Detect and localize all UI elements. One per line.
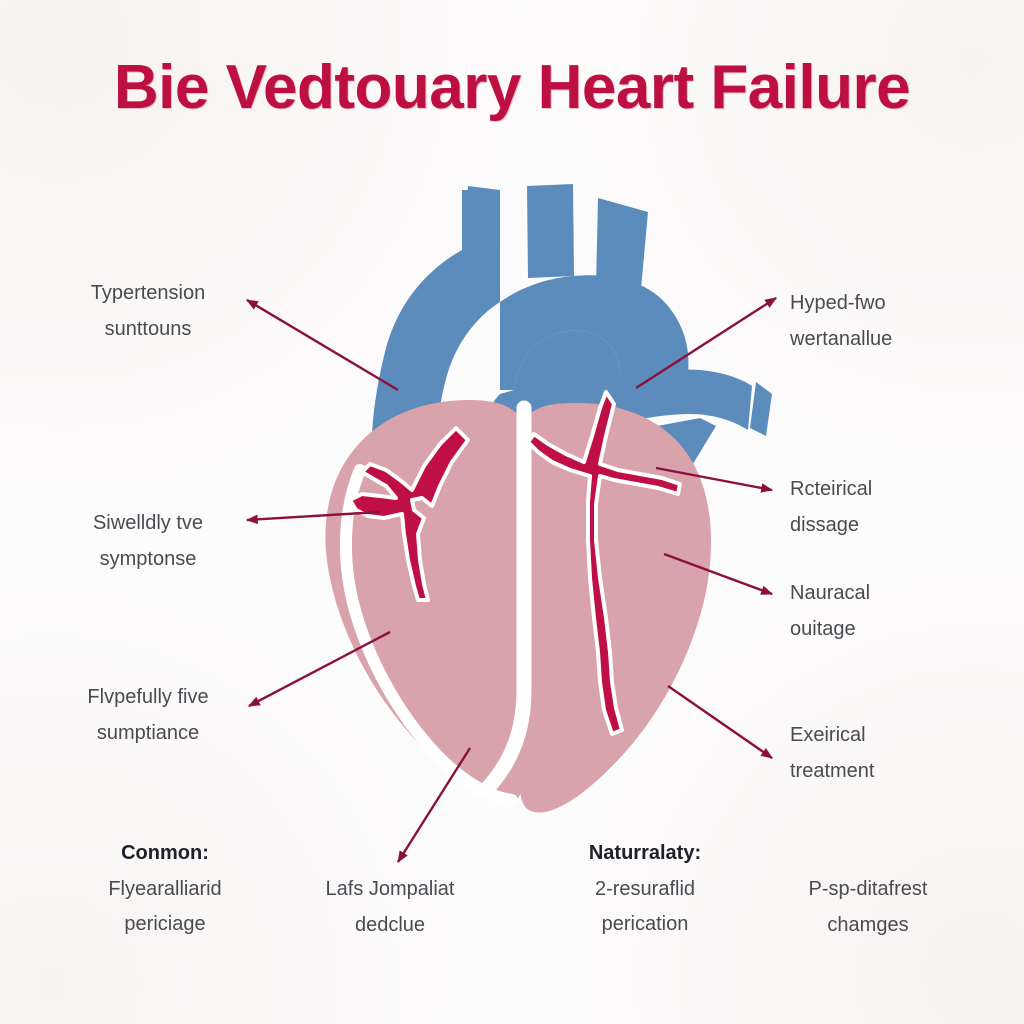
bottom-block-1: Conmon: Flyearalliarid periciage [60, 836, 270, 943]
bottom-block-2-line2: dedclue [354, 913, 426, 936]
callout-label-left-3: Flvpefully five sumptiance [58, 680, 238, 751]
leader-line-right-4 [667, 685, 773, 759]
bottom-block-3-heading: Naturralaty: [588, 842, 702, 864]
callout-left-3-line2: sumptiance [96, 721, 200, 744]
carotid-branch-icon [527, 184, 574, 278]
callout-left-3-line1: Flvpefully five [87, 686, 209, 708]
bottom-block-1-line1: Flyearalliarid [108, 877, 222, 900]
right-coronary-artery [348, 426, 470, 602]
left-ventricle [520, 402, 712, 813]
callout-label-right-1: Hyped-fwo wertanallue [790, 286, 892, 357]
bottom-block-3-line2: perication [601, 913, 689, 936]
subclavian-branch-icon [596, 198, 648, 300]
bottom-block-2: Lafs Jompaliat dedclue [290, 872, 490, 943]
bottom-block-3: Naturralaty: 2-resuraflid perication [540, 836, 750, 943]
bottom-block-2-line1: Lafs Jompaliat [325, 878, 455, 900]
callout-right-2-line2: dissage [790, 513, 859, 536]
callout-label-left-2: Siwelldly tve symptonse [58, 506, 238, 577]
callout-left-2-line2: symptonse [99, 547, 197, 570]
leader-line-right-3 [663, 552, 774, 596]
leader-line-left-3 [247, 630, 391, 708]
right-vessel-stub [750, 382, 772, 436]
bottom-block-4-line2: chamges [827, 913, 909, 936]
interventricular-groove [478, 400, 532, 798]
callout-label-left-1: Typertension sunttouns [58, 276, 238, 347]
leader-line-right-1 [635, 296, 778, 390]
right-ventricle-outline [339, 464, 518, 806]
coronary-arteries-group [348, 390, 682, 736]
leader-line-left-1 [245, 298, 399, 392]
callout-right-4-line1: Exeirical [790, 724, 866, 746]
bottom-block-1-heading: Conmon: [121, 842, 209, 864]
bottom-block-1-line2: periciage [124, 913, 206, 936]
callout-label-right-3: Nauracal ouitage [790, 576, 870, 647]
leader-line-bottom-1 [396, 747, 472, 864]
left-coronary-artery [526, 390, 682, 736]
callout-left-1-line2: sunttouns [104, 317, 192, 340]
callout-right-3-line1: Nauracal [790, 582, 871, 604]
callout-right-2-line1: Rcteirical [790, 478, 873, 500]
leader-lines-group [245, 296, 778, 864]
brachiocephalic-branch-icon [462, 186, 500, 250]
callout-right-1-line1: Hyped-fwo [790, 292, 886, 314]
right-pulmonary-artery [620, 369, 752, 430]
callout-right-4-line2: treatment [790, 759, 875, 782]
page-title: Bie Vedtouary Heart Failure [113, 53, 911, 122]
callout-right-3-line2: ouitage [790, 617, 856, 640]
callout-left-2-line1: Siwelldly tve [92, 512, 204, 534]
callout-label-right-4: Exeirical treatment [790, 718, 874, 789]
callout-label-right-2: Rcteirical dissage [790, 472, 872, 543]
leader-line-left-2 [245, 510, 381, 525]
callout-left-1-line1: Typertension [90, 282, 206, 304]
bottom-block-3-line1: 2-resuraflid [594, 877, 696, 900]
aortic-arch-crown [500, 275, 689, 390]
bottom-block-4: P-sp-ditafrest chamges [768, 872, 968, 943]
callout-right-1-line2: wertanallue [790, 327, 893, 350]
leader-line-right-2 [655, 466, 774, 493]
aortic-arch [371, 190, 500, 470]
myocardium-group [325, 400, 712, 813]
bottom-block-4-line1: P-sp-ditafrest [808, 878, 928, 900]
